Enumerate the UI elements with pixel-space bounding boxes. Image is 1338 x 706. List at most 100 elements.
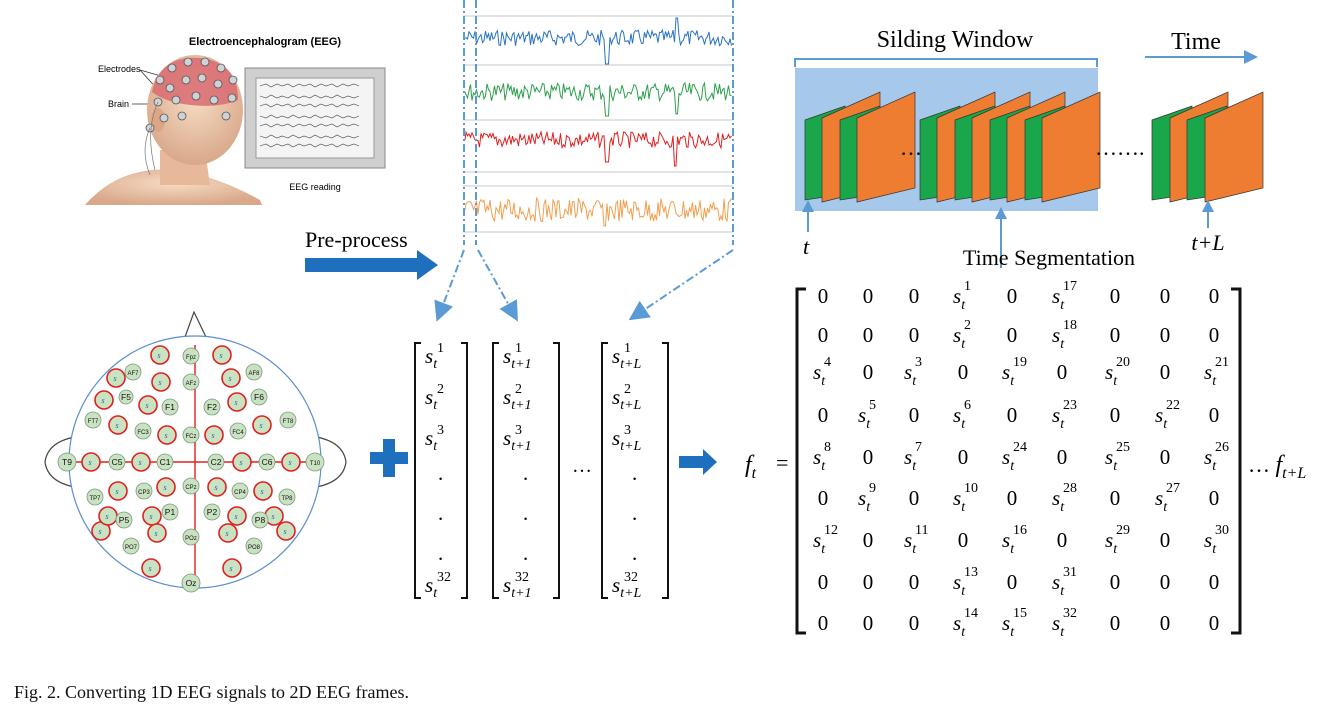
electrode-label: TP8	[281, 496, 293, 502]
channel-electrode: s	[141, 558, 161, 578]
equals-sign: =	[776, 450, 788, 475]
channel-electrode: s	[281, 452, 301, 472]
channel-marker: s	[219, 351, 222, 360]
channel-marker: s	[88, 458, 91, 467]
electrode-label: AF8	[248, 371, 260, 377]
vector-entry: st+L3	[612, 423, 642, 454]
channel-electrode: s	[150, 345, 170, 365]
channel-electrode: s	[138, 395, 158, 415]
electrode-fc3: FC3	[134, 422, 152, 440]
matrix-zero: 0	[958, 360, 969, 384]
electrode-tp8: TP8	[278, 488, 296, 506]
electrode-c6: C6	[258, 453, 276, 471]
matrix-channel-entry: st25	[1105, 440, 1130, 474]
electrode-label: PO8	[248, 545, 261, 551]
matrix-zero: 0	[909, 486, 920, 510]
frames-ellipsis-gap: …….	[1095, 135, 1145, 160]
t-plus-l-label: t+L	[1191, 230, 1224, 255]
matrix-zero: 0	[909, 323, 920, 347]
electrode-label: F1	[165, 402, 175, 412]
vector-entry: st+12	[503, 382, 532, 413]
matrix-zero: 0	[1160, 528, 1171, 552]
channel-electrode: s	[157, 425, 177, 445]
matrix-zero: 0	[1007, 323, 1018, 347]
matrix-zero: 0	[818, 570, 829, 594]
orange-frame	[1041, 91, 1101, 203]
matrix-zero: 0	[1110, 403, 1121, 427]
vector-dot: .	[438, 501, 443, 525]
channel-marker: s	[228, 374, 231, 383]
channel-marker: s	[283, 527, 286, 536]
electrode-label: FCz	[186, 434, 197, 440]
sliding-window-panel: Silding Window Time … ……. t t+L Time Seg…	[794, 27, 1264, 270]
matrix-channel-entry: st9	[858, 481, 876, 515]
matrix-zero: 0	[1160, 323, 1171, 347]
electrode-label: P1	[165, 507, 176, 517]
matrix-zero: 0	[1209, 323, 1220, 347]
electrode-label: FC4	[232, 430, 244, 436]
channel-electrode: s	[81, 452, 101, 472]
vector-dot: .	[523, 501, 528, 525]
channel-electrode: s	[218, 523, 238, 543]
matrix-zero: 0	[1110, 611, 1121, 635]
channel-electrode: s	[94, 390, 114, 410]
vector-entry: st3	[425, 423, 444, 454]
vector-dot: .	[438, 461, 443, 485]
matrix-zero: 0	[1007, 403, 1018, 427]
matrix-channel-entry: st22	[1155, 398, 1180, 432]
electrode-p8: P8	[251, 511, 269, 529]
matrix-channel-entry: st28	[1052, 481, 1077, 515]
matrix-zero: 0	[818, 284, 829, 308]
matrix-zero: 0	[1209, 403, 1220, 427]
matrix-zero: 0	[1057, 360, 1068, 384]
channel-electrode: s	[276, 521, 296, 541]
time-segmentation-label: Time Segmentation	[963, 245, 1135, 270]
electrode-label: CP3	[138, 490, 150, 496]
vector-entry: st+13	[503, 423, 532, 454]
matrix-channel-entry: st11	[904, 523, 928, 557]
matrix-zero: 0	[1160, 611, 1171, 635]
electrode-fcz: FCz	[182, 426, 200, 444]
vector-dot: .	[632, 461, 637, 485]
electrode-f5: F5	[118, 389, 134, 405]
electrode-p5: P5	[115, 511, 133, 529]
matrix-channel-entry: st32	[1052, 606, 1077, 640]
matrix-channel-entry: st20	[1105, 355, 1130, 389]
electrode-p1: P1	[161, 503, 179, 521]
channel-marker: s	[154, 529, 157, 538]
electrode-label: T10	[310, 461, 321, 467]
eeg-trace-red	[464, 130, 732, 167]
eeg-trace-blue	[464, 17, 732, 65]
matrix-zero: 0	[1160, 284, 1171, 308]
channel-marker: s	[149, 512, 152, 521]
channel-electrode: s	[227, 392, 247, 412]
time-label: Time	[1171, 29, 1221, 55]
channel-marker: s	[288, 458, 291, 467]
channel-electrode: s	[212, 345, 232, 365]
matrix-channel-entry: st17	[1052, 279, 1077, 313]
preprocess-label: Pre-process	[305, 227, 408, 252]
channel-marker: s	[158, 378, 161, 387]
electrode-label: FT8	[283, 419, 294, 425]
plus-icon	[370, 439, 408, 477]
matrix-zero: 0	[1007, 570, 1018, 594]
electrode-label: P5	[119, 515, 130, 525]
electrode-c1: C1	[156, 453, 174, 471]
signal-vectors: st1st2st3...st32st+11st+12st+13...st+132…	[414, 341, 669, 601]
channel-electrode: s	[207, 477, 227, 497]
electrode-c2: C2	[207, 453, 225, 471]
electrode-ft8: FT8	[279, 411, 297, 429]
electrode-label: C5	[112, 457, 123, 467]
sliding-window-title: Silding Window	[877, 27, 1034, 53]
channel-electrode: s	[156, 477, 176, 497]
matrix-zero: 0	[958, 528, 969, 552]
preprocess-arrow	[305, 250, 438, 280]
channel-marker: s	[234, 398, 237, 407]
electrodes-label: Electrodes	[98, 64, 141, 74]
matrix-channel-entry: st1	[953, 279, 971, 313]
t-label: t	[803, 234, 810, 259]
eeg-reading-label: EEG reading	[289, 182, 341, 192]
matrix-zero: 0	[1110, 323, 1121, 347]
